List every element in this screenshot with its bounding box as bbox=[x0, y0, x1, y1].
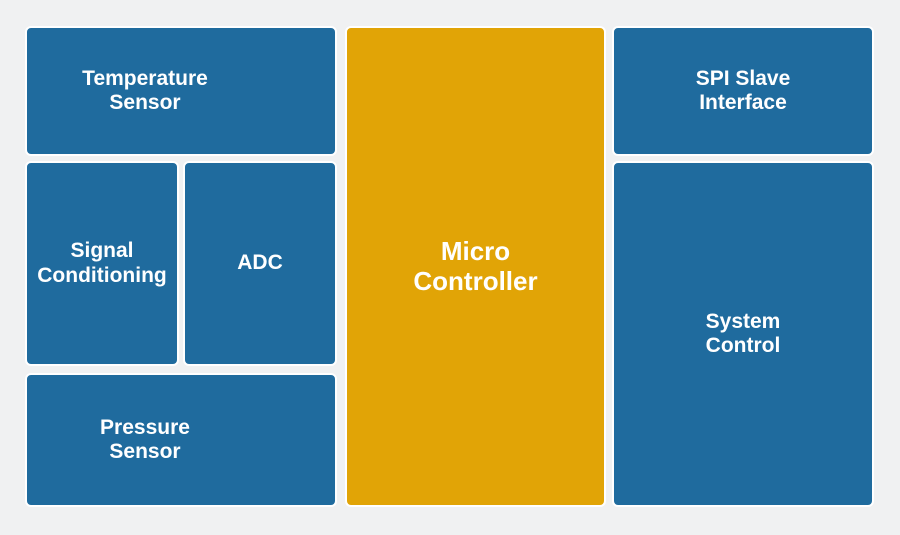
adc-block: ADC bbox=[183, 161, 337, 366]
spi-slave-interface-label: SPI Slave Interface bbox=[695, 66, 791, 114]
system-control-block: System Control bbox=[612, 161, 874, 507]
signal-conditioning-block: Signal Conditioning bbox=[25, 161, 179, 366]
micro-controller-label: Micro Controller bbox=[413, 235, 538, 296]
temperature-sensor-label: Temperature Sensor bbox=[82, 66, 208, 114]
spi-slave-interface-block: SPI Slave Interface bbox=[612, 26, 874, 156]
pressure-sensor-label: Pressure Sensor bbox=[100, 415, 190, 463]
adc-label: ADC bbox=[237, 251, 283, 275]
pressure-sensor-block: Pressure Sensor bbox=[25, 373, 337, 507]
system-control-label: System Control bbox=[705, 309, 781, 357]
micro-controller-block: Micro Controller bbox=[345, 26, 606, 507]
temperature-sensor-block: Temperature Sensor bbox=[25, 26, 337, 156]
signal-conditioning-label: Signal Conditioning bbox=[37, 239, 167, 287]
